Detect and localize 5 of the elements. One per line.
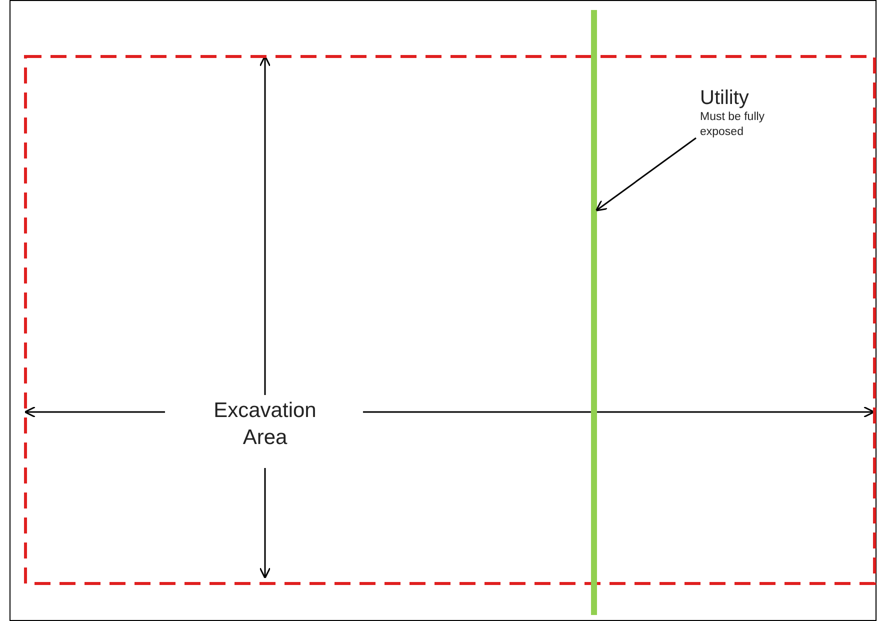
utility-heading: Utility [700,86,750,110]
area-label: Excavation Area [212,398,318,451]
excavation-area [24,55,876,585]
leader-arrow [595,137,696,212]
utility-note: Must be fully exposed [700,110,766,140]
